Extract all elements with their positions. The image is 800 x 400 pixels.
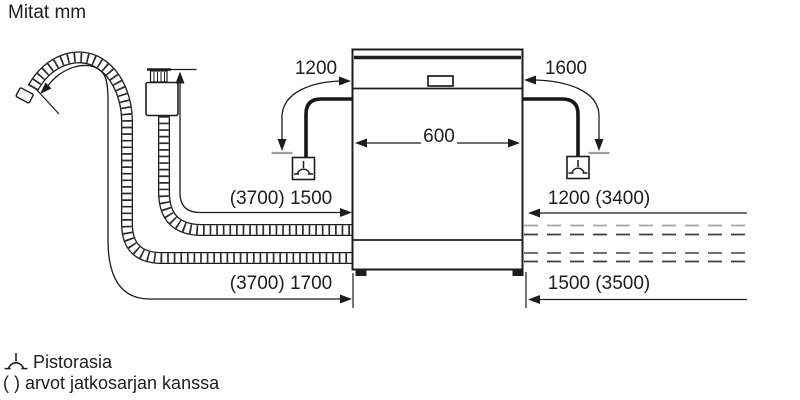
arrowhead-left xyxy=(528,208,540,218)
dim-label-cable-left: 1200 xyxy=(294,58,338,79)
dishwasher xyxy=(351,48,524,276)
dimension-supply-hose xyxy=(171,68,352,217)
socket-left xyxy=(291,156,316,181)
arrowhead-toward-cap xyxy=(40,82,52,94)
foot-right xyxy=(512,269,524,276)
socket-right xyxy=(566,155,590,180)
arrowhead-up xyxy=(175,71,185,84)
arrowhead-down xyxy=(594,139,604,151)
dimension-cable-right-1600 xyxy=(524,75,610,155)
dim-label-right-top: 1200 (3400) xyxy=(547,188,651,209)
arrowhead-left xyxy=(528,295,540,304)
page-title: Mitat mm xyxy=(8,2,87,23)
aquastop-valve xyxy=(145,68,179,117)
power-cable-left xyxy=(304,97,353,157)
drain-hose xyxy=(15,51,353,264)
arrowhead-left xyxy=(355,138,367,148)
arrowhead-right xyxy=(340,294,352,304)
dimension-right-top xyxy=(528,208,747,218)
legend-socket-label: Pistorasia xyxy=(33,352,113,372)
arrowhead-right xyxy=(339,76,351,86)
dim-label-width: 600 xyxy=(423,126,455,147)
dim-label-cable-right: 1600 xyxy=(544,58,588,79)
arrowhead-right xyxy=(340,208,352,217)
end-tick xyxy=(34,87,60,115)
foot-left xyxy=(355,269,367,276)
dim-label-right-bottom: 1500 (3500) xyxy=(547,273,651,294)
dim-label-supply-hose: (3700) 1500 xyxy=(229,188,333,209)
arrowhead-left xyxy=(524,75,536,85)
dim-label-drain-hose: (3700) 1700 xyxy=(229,273,333,294)
arrowhead-down xyxy=(277,139,287,151)
arrowhead-right xyxy=(508,138,520,148)
supply-hose xyxy=(158,116,353,236)
dimension-cable-left-1200 xyxy=(271,76,351,155)
dimension-right-bottom xyxy=(528,295,747,304)
legend-socket-icon xyxy=(4,352,28,370)
dimension-drain-hose xyxy=(34,64,352,304)
legend-note: ( ) arvot jatkosarjan kanssa xyxy=(3,373,220,393)
aquastop-body xyxy=(145,81,179,117)
door-handle xyxy=(427,75,454,87)
dimension-width-600 xyxy=(355,138,520,148)
power-cable-right xyxy=(522,97,580,156)
socket-icon xyxy=(294,161,313,175)
hose-continuation-dashed xyxy=(524,224,747,263)
drain-hose-end-cap xyxy=(15,87,34,104)
socket-icon xyxy=(568,160,588,174)
